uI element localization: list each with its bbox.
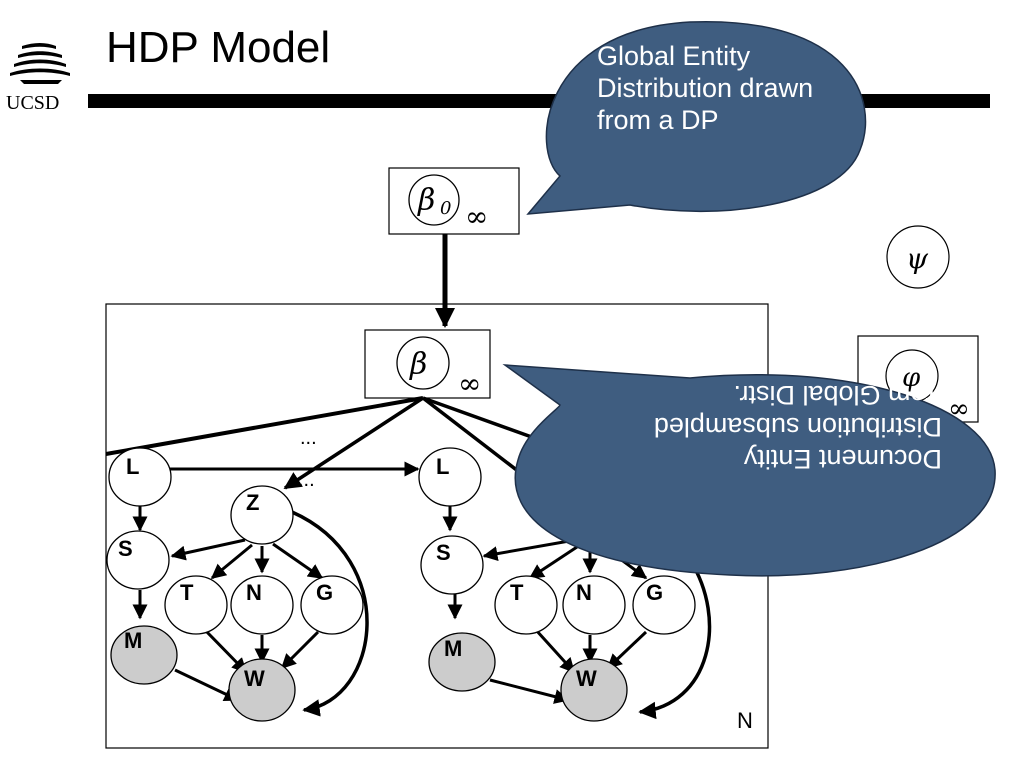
node-m-right (428, 632, 496, 692)
beta0-symbol: β (417, 183, 435, 218)
node-s-left (106, 530, 170, 590)
slide-title: HDP Model (106, 23, 331, 72)
ellipsis-mid: ... (298, 469, 315, 491)
node-n-right (562, 575, 626, 635)
beta-node (396, 336, 450, 390)
label-l-right: L (436, 454, 449, 479)
label-w-left: W (244, 666, 265, 691)
node-t-left (164, 575, 228, 635)
callout-document-bubble (502, 364, 996, 577)
label-l-left: L (126, 454, 139, 479)
psi-symbol: ψ (906, 242, 929, 275)
label-m-right: M (444, 636, 462, 661)
label-s-left: S (118, 536, 133, 561)
node-l-right (418, 447, 482, 507)
label-t-right: T (510, 580, 524, 605)
node-t-right (494, 575, 558, 635)
callout-document-text: Document Entity Distribution subsampled … (653, 380, 942, 474)
callout-global-text: Global Entity Distribution drawn from a … (597, 41, 814, 135)
node-g-left (300, 575, 364, 635)
beta0-infinity: ∞ (465, 200, 488, 233)
plate-label: N (737, 708, 753, 733)
beta-symbol: β (409, 347, 427, 382)
phi-symbol: φ (902, 363, 921, 393)
beta0-subscript: 0 (440, 198, 451, 219)
beta-infinity: ∞ (458, 367, 481, 400)
edge-beta-z1 (283, 396, 424, 490)
label-n-right: N (576, 580, 592, 605)
label-s-right: S (436, 540, 451, 565)
edge-beta-plate-left (105, 396, 424, 456)
label-g-left: G (316, 580, 333, 605)
node-m-left (110, 625, 178, 685)
ellipsis-top: ... (300, 427, 317, 449)
label-w-right: W (576, 666, 597, 691)
label-m-left: M (124, 628, 142, 653)
label-n-left: N (246, 580, 262, 605)
node-s-right (420, 535, 484, 595)
logo-text: UCSD (6, 92, 60, 114)
node-g-right (632, 575, 696, 635)
label-g-right: G (646, 580, 663, 605)
label-z-left: Z (246, 490, 259, 515)
node-w-left (228, 658, 296, 722)
node-z-left (230, 485, 294, 545)
node-l-left (108, 447, 172, 507)
node-w-right (560, 658, 628, 722)
trident-logo-icon (10, 43, 70, 84)
edge-beta-right (422, 396, 541, 442)
callout-global-bubble (526, 21, 867, 215)
beta0-node (408, 174, 460, 226)
right-subgraph: L S T N G M W (418, 447, 712, 722)
node-n-left (230, 575, 294, 635)
label-t-left: T (180, 580, 194, 605)
left-subgraph: L Z S T N G M W (106, 447, 369, 722)
psi-node (886, 225, 950, 289)
